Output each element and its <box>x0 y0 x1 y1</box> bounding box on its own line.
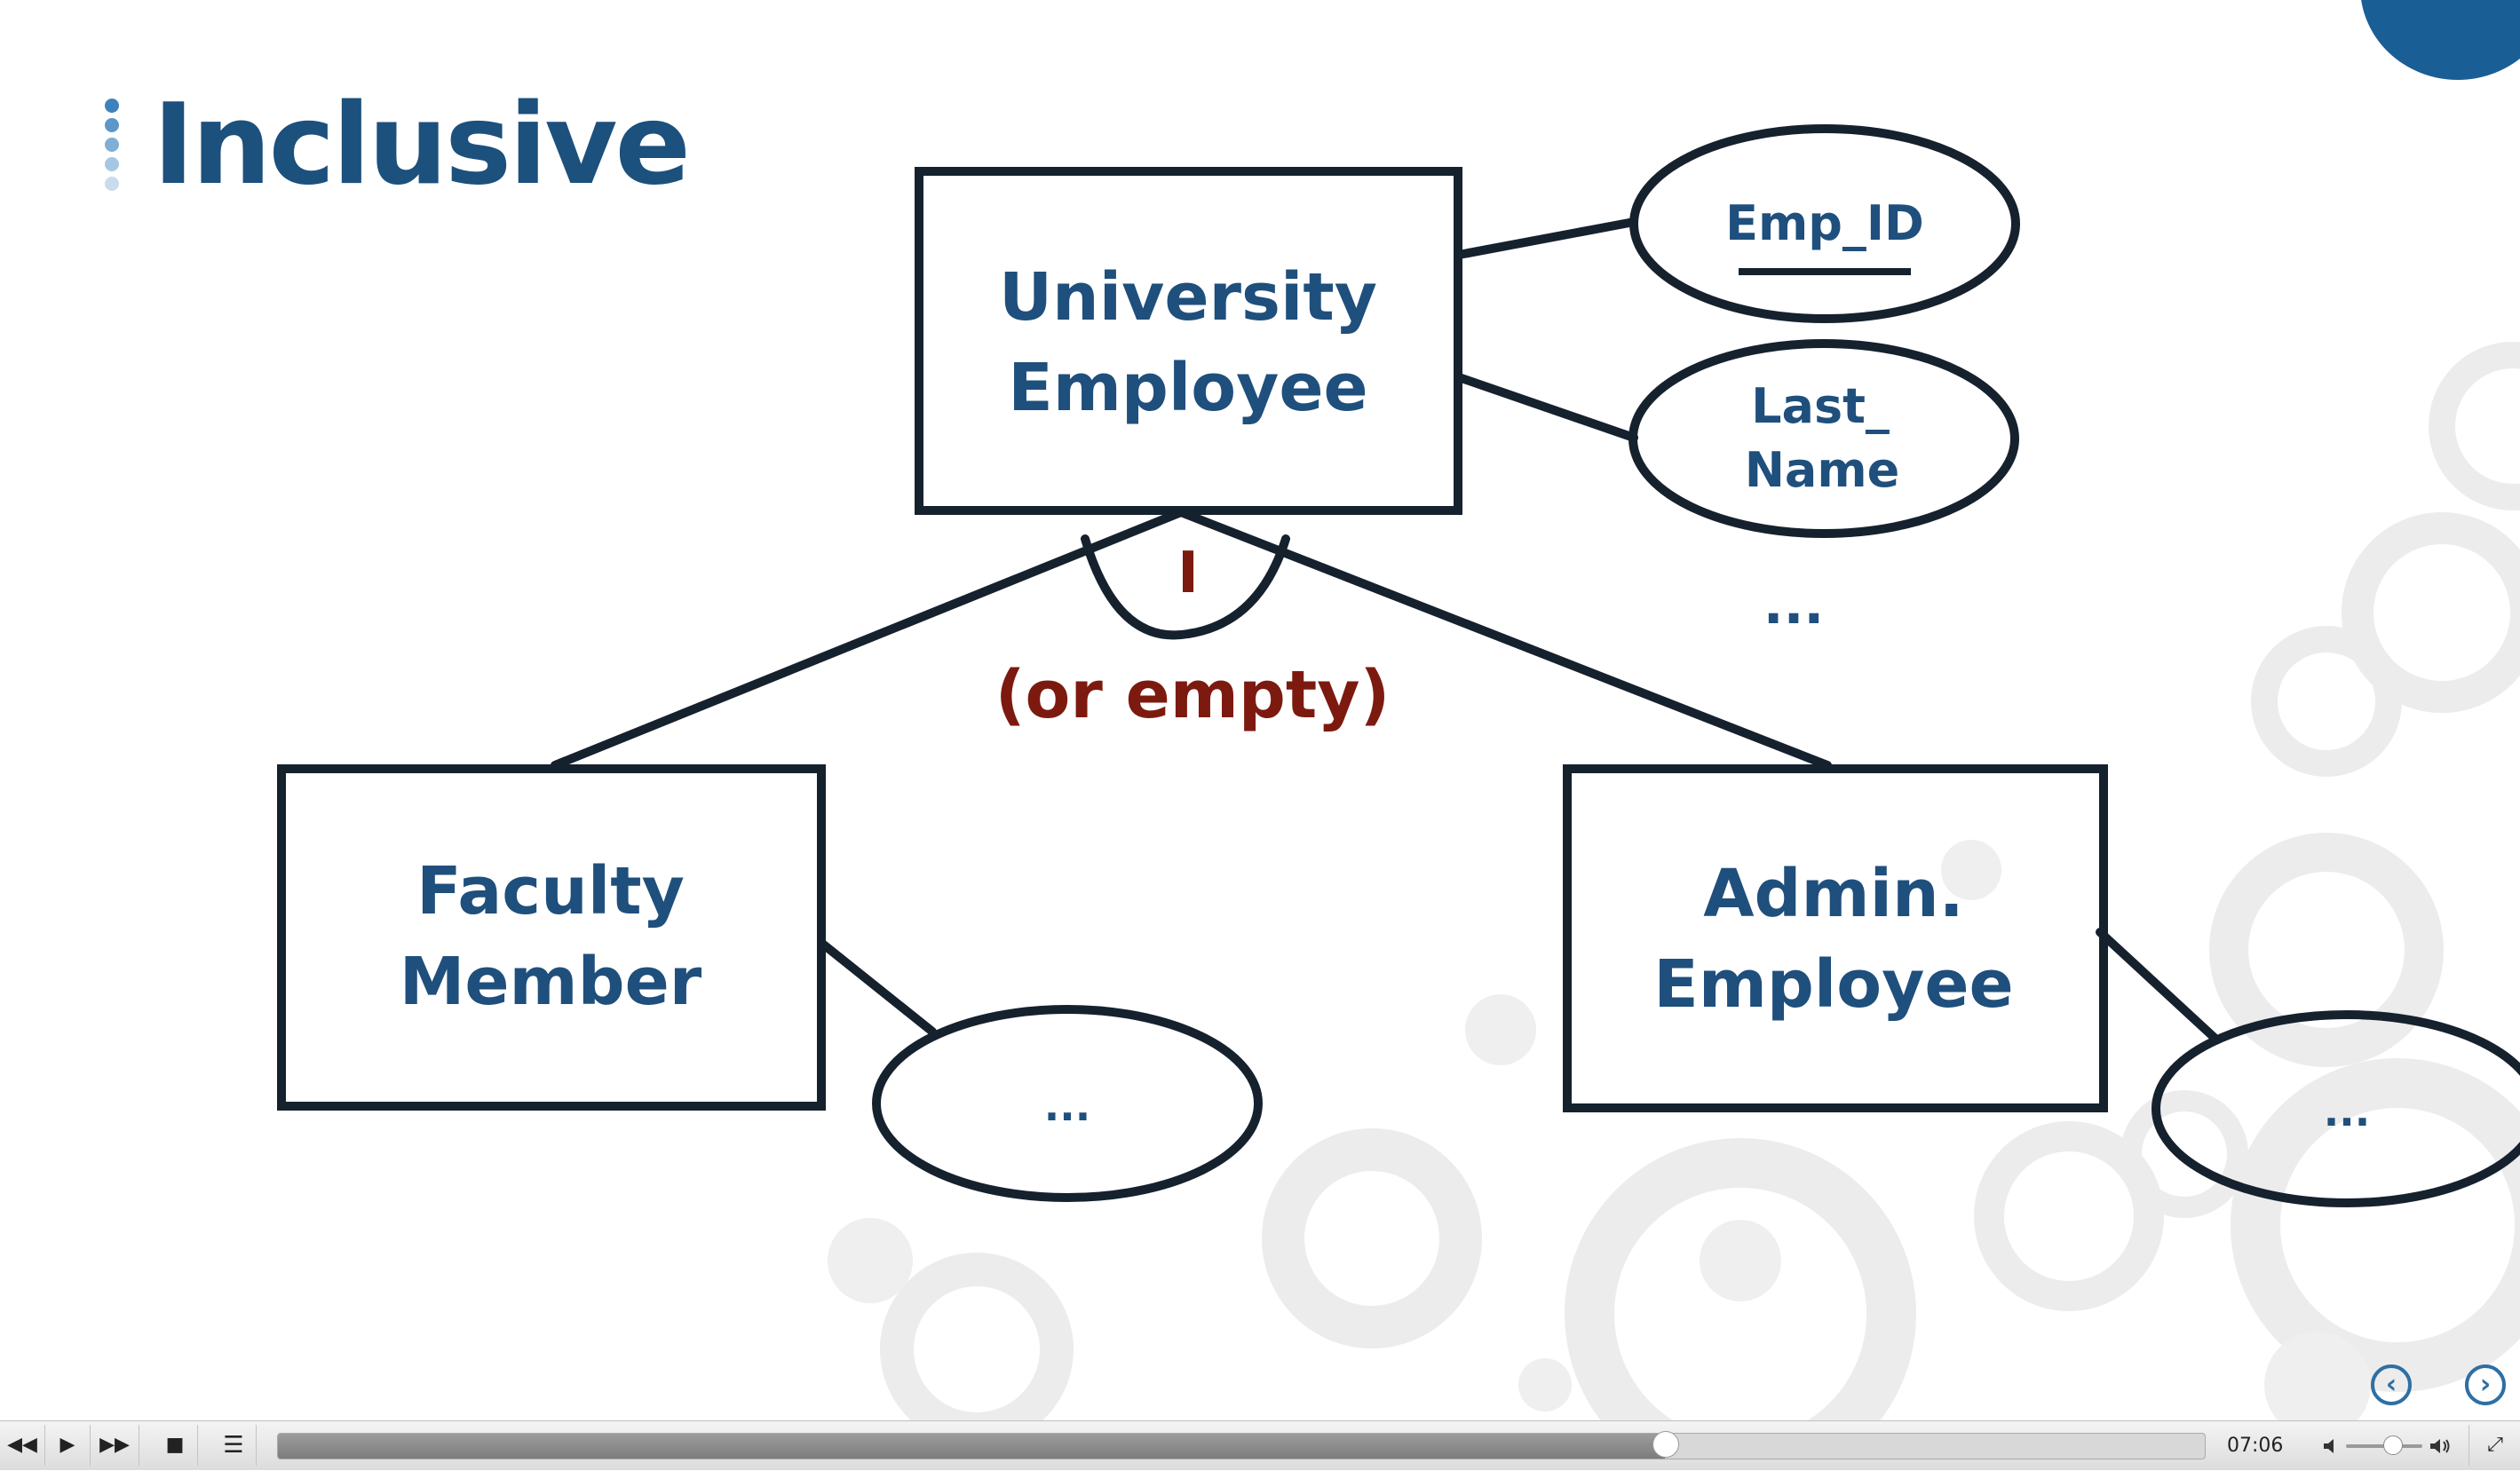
slide-title: Inclusive <box>105 78 691 211</box>
play-icon[interactable]: ▶ <box>45 1425 91 1466</box>
attr-line-faculty <box>817 938 937 1036</box>
entity-university-employee <box>915 167 1462 515</box>
rewind-icon[interactable]: ◀◀ <box>0 1425 45 1466</box>
entity-admin-employee <box>1563 764 2108 1112</box>
attr-line-lastname <box>1454 373 1638 442</box>
admin-label-line1: Admin. <box>1703 856 1964 932</box>
title-text: Inclusive <box>153 79 691 210</box>
attr-admin-more <box>2152 1010 2520 1207</box>
inclusive-arc <box>1081 534 1290 640</box>
fast-forward-icon[interactable]: ▶▶ <box>91 1425 139 1466</box>
er-diagram: University Employee Faculty Member Admin… <box>277 124 2520 1207</box>
connector-admin <box>1177 508 1832 770</box>
connector-faculty <box>551 508 1185 770</box>
last-name-label-line2: Name <box>1745 442 1900 498</box>
chevron-right-icon[interactable]: › <box>2465 1364 2506 1405</box>
menu-icon[interactable]: ☰ <box>211 1425 257 1466</box>
seek-progress <box>278 1434 1666 1459</box>
seek-handle[interactable] <box>1652 1431 1679 1458</box>
entity-faculty-member <box>277 764 826 1111</box>
supertype-label-line1: University <box>999 259 1377 336</box>
more-attributes-ellipsis: ... <box>1763 574 1824 637</box>
faculty-label-line1: Faculty <box>416 853 685 929</box>
current-time: 07:06 <box>2227 1435 2284 1457</box>
chevron-left-icon[interactable]: ‹ <box>2371 1364 2412 1405</box>
attr-line-admin <box>2096 928 2220 1043</box>
volume-handle[interactable] <box>2383 1435 2404 1455</box>
last-name-label-line1: Last_ <box>1751 378 1890 434</box>
admin-attr-ellipsis: ... <box>2324 1087 2370 1135</box>
speaker-high-icon[interactable] <box>2428 1435 2453 1457</box>
attr-last-name <box>1628 339 2019 538</box>
title-bullet-icon <box>105 99 119 191</box>
admin-label-line2: Employee <box>1653 946 2013 1023</box>
supertype-label-line2: Employee <box>1008 350 1367 426</box>
attr-line-empid <box>1454 217 1638 259</box>
constraint-symbol: I <box>1177 541 1199 606</box>
constraint-note: (or empty) <box>995 657 1391 733</box>
fullscreen-icon[interactable]: ⤢ <box>2468 1425 2520 1466</box>
faculty-attr-ellipsis: ... <box>1044 1082 1090 1130</box>
speaker-low-icon[interactable] <box>2321 1435 2342 1457</box>
seek-bar[interactable] <box>277 1433 2206 1459</box>
video-frame: Inclusive University Employee <box>105 0 2520 1420</box>
attr-emp-id <box>1629 124 2020 323</box>
attr-faculty-more <box>872 1005 1263 1202</box>
stop-icon[interactable]: ■ <box>153 1425 198 1466</box>
emp-id-label: Emp_ID <box>1725 195 1924 251</box>
faculty-label-line2: Member <box>400 944 702 1020</box>
player-controls: ◀◀ ▶ ▶▶ ■ ☰ 07:06 ⤢ <box>0 1420 2520 1470</box>
